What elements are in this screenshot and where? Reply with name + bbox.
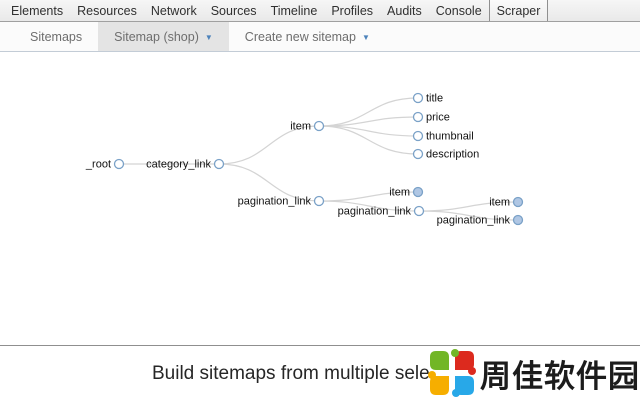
tree-link xyxy=(318,116,419,127)
toolbar-button-sitemap-shop-[interactable]: Sitemap (shop) ▼ xyxy=(98,22,229,51)
chevron-down-icon: ▼ xyxy=(361,33,370,42)
logo-petal-red xyxy=(455,351,474,370)
devtools-tab-bar: Elements Resources Network Sources Timeline P… xyxy=(0,0,640,22)
tab-profiles[interactable]: Profiles xyxy=(331,3,374,18)
toolbar-button-label: Sitemap (shop) xyxy=(114,29,199,44)
tree-node-label: item xyxy=(489,197,510,209)
tree-link xyxy=(318,191,419,202)
tree-node-label: description xyxy=(426,149,479,161)
logo-petal-yellow xyxy=(430,376,449,395)
tree-node-item[interactable] xyxy=(412,186,424,198)
toolbar-button-create-new-sitemap[interactable]: Create new sitemap ▼ xyxy=(229,22,386,51)
chevron-down-icon: ▼ xyxy=(204,33,213,42)
logo-dot-green xyxy=(451,349,459,357)
toolbar-button-label: Create new sitemap xyxy=(244,29,356,44)
tab-timeline[interactable]: Timeline xyxy=(270,3,318,18)
tab-resources[interactable]: Resources xyxy=(77,3,137,18)
logo-dot-yellow xyxy=(428,371,436,379)
tree-node-label: title xyxy=(426,93,443,105)
tree-node-category_link[interactable] xyxy=(213,158,225,170)
tree-link xyxy=(418,201,519,212)
toolbar-button-sitemaps[interactable]: Sitemaps xyxy=(14,22,98,51)
tree-node-label: category_link xyxy=(146,159,211,171)
tab-audits[interactable]: Audits xyxy=(387,3,422,18)
pinwheel-logo-icon xyxy=(428,349,476,397)
tab-elements[interactable]: Elements xyxy=(11,3,64,18)
tab-sources[interactable]: Sources xyxy=(210,3,257,18)
tree-node-item[interactable] xyxy=(512,196,524,208)
tree-link xyxy=(218,163,320,202)
tree-link xyxy=(318,97,419,127)
site-logo-text: 周佳软件园 xyxy=(480,358,640,394)
tree-node-item[interactable] xyxy=(313,120,325,132)
logo-petal-blue xyxy=(455,376,474,395)
tab-network[interactable]: Network xyxy=(150,3,197,18)
site-logo: 周佳软件园 xyxy=(428,349,640,397)
tree-node-label: item xyxy=(290,121,311,133)
tree-node-root[interactable] xyxy=(113,158,125,170)
tree-node-label: pagination_link xyxy=(437,215,511,227)
tree-node-label: item xyxy=(389,187,410,199)
toolbar-button-label: Sitemaps xyxy=(30,29,83,44)
tree-link xyxy=(318,125,419,155)
tree-node-pagination_link[interactable] xyxy=(512,214,524,226)
tree-node-label: pagination_link xyxy=(338,206,412,218)
tree-node-title[interactable] xyxy=(412,92,424,104)
tree-link xyxy=(218,125,320,165)
tree-node-thumbnail[interactable] xyxy=(412,130,424,142)
tree-node-label: price xyxy=(426,112,450,124)
tree-node-description[interactable] xyxy=(412,148,424,160)
logo-dot-blue xyxy=(452,389,460,397)
tab-scraper[interactable]: Scraper xyxy=(488,0,549,21)
logo-petal-green xyxy=(430,351,449,370)
tree-node-label: pagination_link xyxy=(238,196,312,208)
tree-node-pagination_link[interactable] xyxy=(313,195,325,207)
logo-dot-red xyxy=(468,367,476,375)
tree-node-label: thumbnail xyxy=(426,131,474,143)
tab-console[interactable]: Console xyxy=(435,3,482,18)
tree-node-pagination_link[interactable] xyxy=(413,205,425,217)
tree-node-label: _root xyxy=(85,159,111,171)
tree-node-price[interactable] xyxy=(412,111,424,123)
tree-link xyxy=(318,200,420,212)
bottom-banner: Build sitemaps from multiple sele 周佳软件园 xyxy=(0,345,640,400)
banner-caption: Build sitemaps from multiple sele xyxy=(152,363,430,384)
tree-link xyxy=(418,210,519,221)
